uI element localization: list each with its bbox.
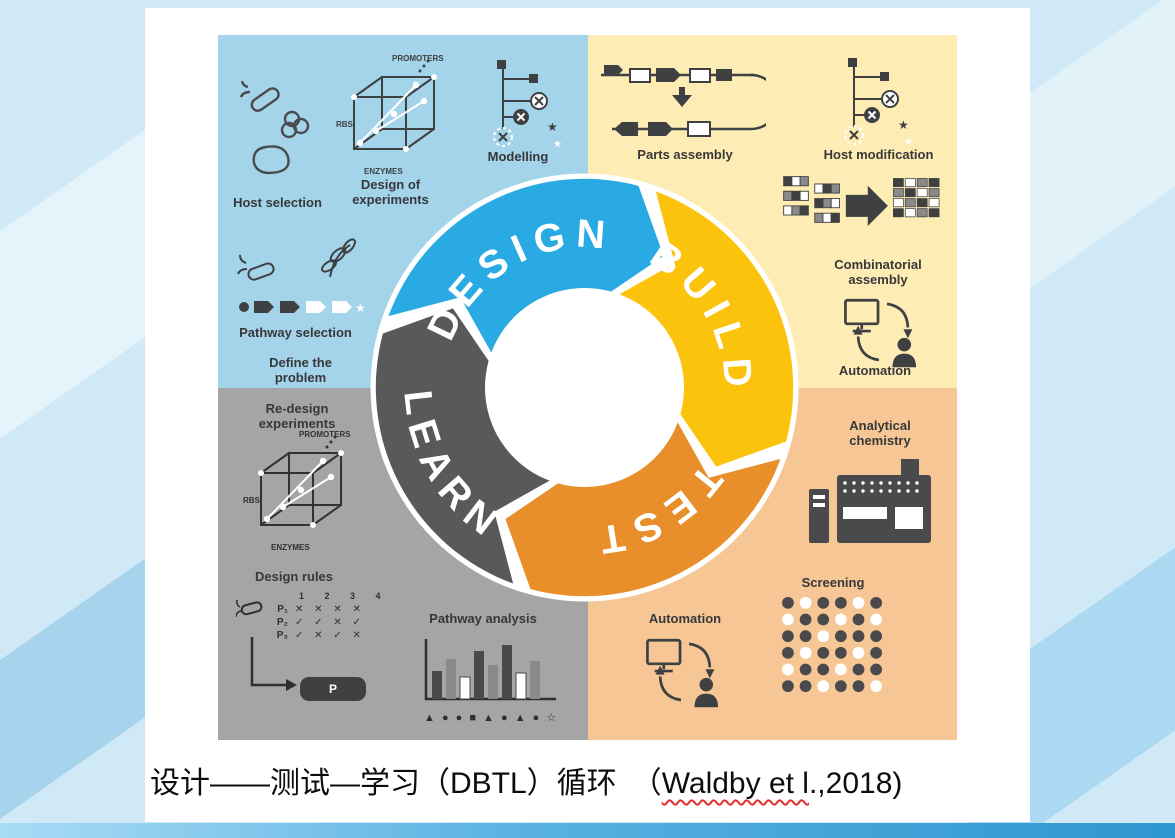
enzymes-axis-label: ENZYMES — [271, 543, 310, 552]
promoters-axis-label: PROMOTERS — [392, 54, 444, 63]
rules-table-header: 1 2 3 4 — [299, 591, 390, 601]
analytical-chemistry-icon — [809, 459, 931, 543]
host-selection-icon — [240, 81, 310, 175]
svg-text:★: ★ — [904, 137, 913, 148]
combinatorial-assembly-icon — [783, 176, 940, 226]
screening-icon — [782, 596, 883, 693]
modelling-label: Modelling — [487, 149, 549, 164]
rules-table: 1 2 3 4 P₁ ✕ ✕ ✕ ✕ P₂ ✓ ✓ ✕ ✓ P₃ ✓ ✕ ✓ ✕ — [272, 591, 390, 642]
bacteria-icon — [236, 599, 263, 618]
design-rules-icon: 1 2 3 4 P₁ ✕ ✕ ✕ ✕ P₂ ✓ ✓ ✕ ✓ P₃ ✓ ✕ ✓ ✕ — [236, 591, 416, 723]
design-arc — [388, 178, 664, 354]
pathway-analysis-icon: ▲ ● ● ■ ▲ ● ▲ ● ☆ — [424, 639, 558, 724]
expression-device: P — [300, 677, 366, 701]
host-modification-label: Host modification — [823, 147, 934, 162]
modelling-icon: ★ ★ — [493, 60, 562, 150]
analytical-chemistry-label: Analytical chemistry — [849, 418, 911, 449]
bottom-accent-bar — [0, 823, 1175, 838]
caption-suffix: .,2018) — [808, 767, 903, 800]
combinatorial-assembly-label: Combinatorial assembly — [834, 257, 922, 288]
pathway-symbols: ▲ ● ● ■ ▲ ● ▲ ● ☆ — [424, 712, 558, 724]
automation-label-build: Automation — [838, 363, 912, 378]
enzymes-axis-label: ENZYMES — [364, 167, 403, 176]
automation-label-test: Automation — [648, 611, 722, 626]
rbs-axis-label: RBS — [243, 496, 261, 505]
learn-arc — [375, 308, 551, 584]
host-modification-icon: ★ ★ — [844, 58, 913, 148]
design-rules-label: Design rules — [254, 569, 334, 584]
parts-assembly-label: Parts assembly — [637, 147, 733, 162]
caption-text: 设计——测试—学习（DBTL）循环 （ — [150, 767, 662, 800]
design-of-experiments-label: Design of experiments — [352, 177, 429, 208]
svg-text:★: ★ — [547, 120, 558, 134]
flow-arrow-icon — [250, 637, 297, 691]
pathway-selection-icon: ★ — [237, 238, 366, 315]
host-selection-label: Host selection — [233, 195, 322, 210]
ring-center — [484, 287, 685, 488]
caption-citation: Waldby et l — [661, 767, 809, 800]
define-the-problem-label: Define the problem — [269, 355, 332, 386]
dbtl-figure: Host selection — [218, 35, 957, 740]
rules-table-row: P₁ ✕ ✕ ✕ ✕ — [277, 604, 365, 615]
redesign-cube-icon: PROMOTERS RBS ENZYMES — [243, 430, 351, 552]
parts-assembly-icon — [601, 65, 766, 137]
automation-icon-build — [844, 298, 917, 368]
slide-caption: 设计——测试—学习（DBTL）循环 （Waldby et l.,2018) — [150, 758, 1050, 802]
redesign-experiments-label: Re-design experiments — [258, 401, 336, 432]
rules-table-row: P₃ ✓ ✕ ✓ ✕ — [276, 630, 365, 641]
rbs-axis-label: RBS — [336, 120, 354, 129]
rules-table-row: P₂ ✓ ✓ ✕ ✓ — [276, 617, 365, 628]
automation-icon-test — [646, 638, 719, 708]
pathway-selection-label: Pathway selection — [239, 325, 352, 340]
build-arc — [618, 191, 794, 467]
svg-text:★: ★ — [355, 301, 366, 315]
promoters-axis-label: PROMOTERS — [299, 430, 351, 439]
screening-label: Screening — [801, 575, 865, 590]
svg-text:★: ★ — [898, 118, 909, 132]
pathway-analysis-label: Pathway analysis — [429, 611, 537, 626]
design-of-experiments-cube-icon: PROMOTERS RBS ENZYMES — [336, 54, 444, 176]
slide-body: Host selection — [145, 8, 1030, 822]
dbtl-cycle-ring: DESIGN BUILD TEST LEARN — [370, 173, 799, 602]
test-arc — [505, 421, 781, 597]
svg-text:★: ★ — [553, 139, 562, 150]
